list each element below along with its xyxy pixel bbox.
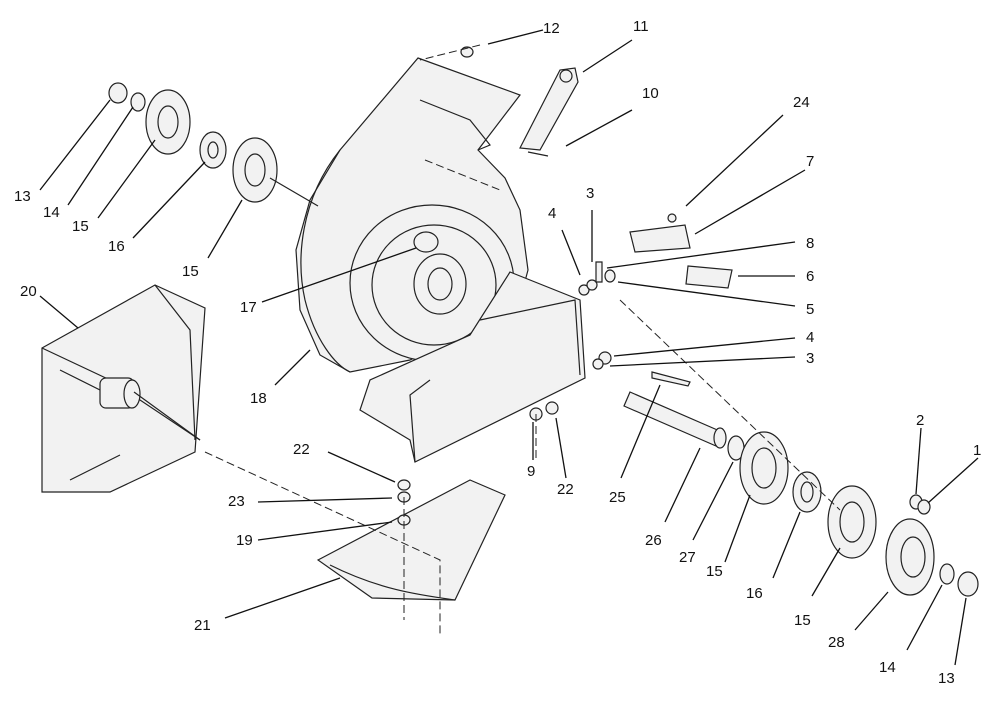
callout-16: 16 <box>108 238 125 255</box>
callout-28: 28 <box>828 634 845 651</box>
callout-26: 26 <box>645 532 662 549</box>
callout-27: 27 <box>679 549 696 566</box>
impeller <box>41 284 206 493</box>
callout-20: 20 <box>20 283 37 300</box>
right-bearing-stack <box>739 431 979 597</box>
small-hardware <box>397 231 616 526</box>
callout-5: 5 <box>806 301 814 318</box>
callout-11: 11 <box>633 18 649 35</box>
callout-4: 4 <box>806 329 814 346</box>
callout-23: 23 <box>228 493 245 510</box>
callout-19: 19 <box>236 532 253 549</box>
callout-8: 8 <box>806 235 814 252</box>
callout-14: 14 <box>43 204 60 221</box>
callout-7: 7 <box>806 153 814 170</box>
callout-17: 17 <box>240 299 257 316</box>
callout-24: 24 <box>793 94 810 111</box>
chute-handle <box>460 46 579 157</box>
callout-13: 13 <box>938 670 955 687</box>
brackets <box>629 213 733 289</box>
callout-15: 15 <box>794 612 811 629</box>
callout-22: 22 <box>557 481 574 498</box>
chute-tray <box>359 271 586 463</box>
callout-13: 13 <box>14 188 31 205</box>
callout-21: 21 <box>194 617 211 634</box>
callout-9: 9 <box>527 463 535 480</box>
callout-15: 15 <box>182 263 199 280</box>
callout-1: 1 <box>973 442 981 459</box>
callout-4: 4 <box>548 205 556 222</box>
callout-15: 15 <box>706 563 723 580</box>
callout-10: 10 <box>642 85 659 102</box>
callout-labels: 13 14 15 16 15 20 12 11 10 24 7 3 4 8 6 … <box>14 18 981 687</box>
shaft-assembly <box>623 371 745 461</box>
callout-15: 15 <box>72 218 89 235</box>
callout-14: 14 <box>879 659 896 676</box>
callout-3: 3 <box>806 350 814 367</box>
blower-housing <box>295 57 529 373</box>
callout-25: 25 <box>609 489 626 506</box>
callout-2: 2 <box>916 412 924 429</box>
callout-6: 6 <box>806 268 814 285</box>
callout-12: 12 <box>543 20 560 37</box>
callout-22: 22 <box>293 441 310 458</box>
callout-18: 18 <box>250 390 267 407</box>
left-bearing-stack <box>108 82 319 207</box>
callout-16: 16 <box>746 585 763 602</box>
assembly-lines <box>204 44 841 635</box>
callout-3: 3 <box>586 185 594 202</box>
skid-plate <box>316 479 506 601</box>
leader-lines <box>39 29 979 666</box>
